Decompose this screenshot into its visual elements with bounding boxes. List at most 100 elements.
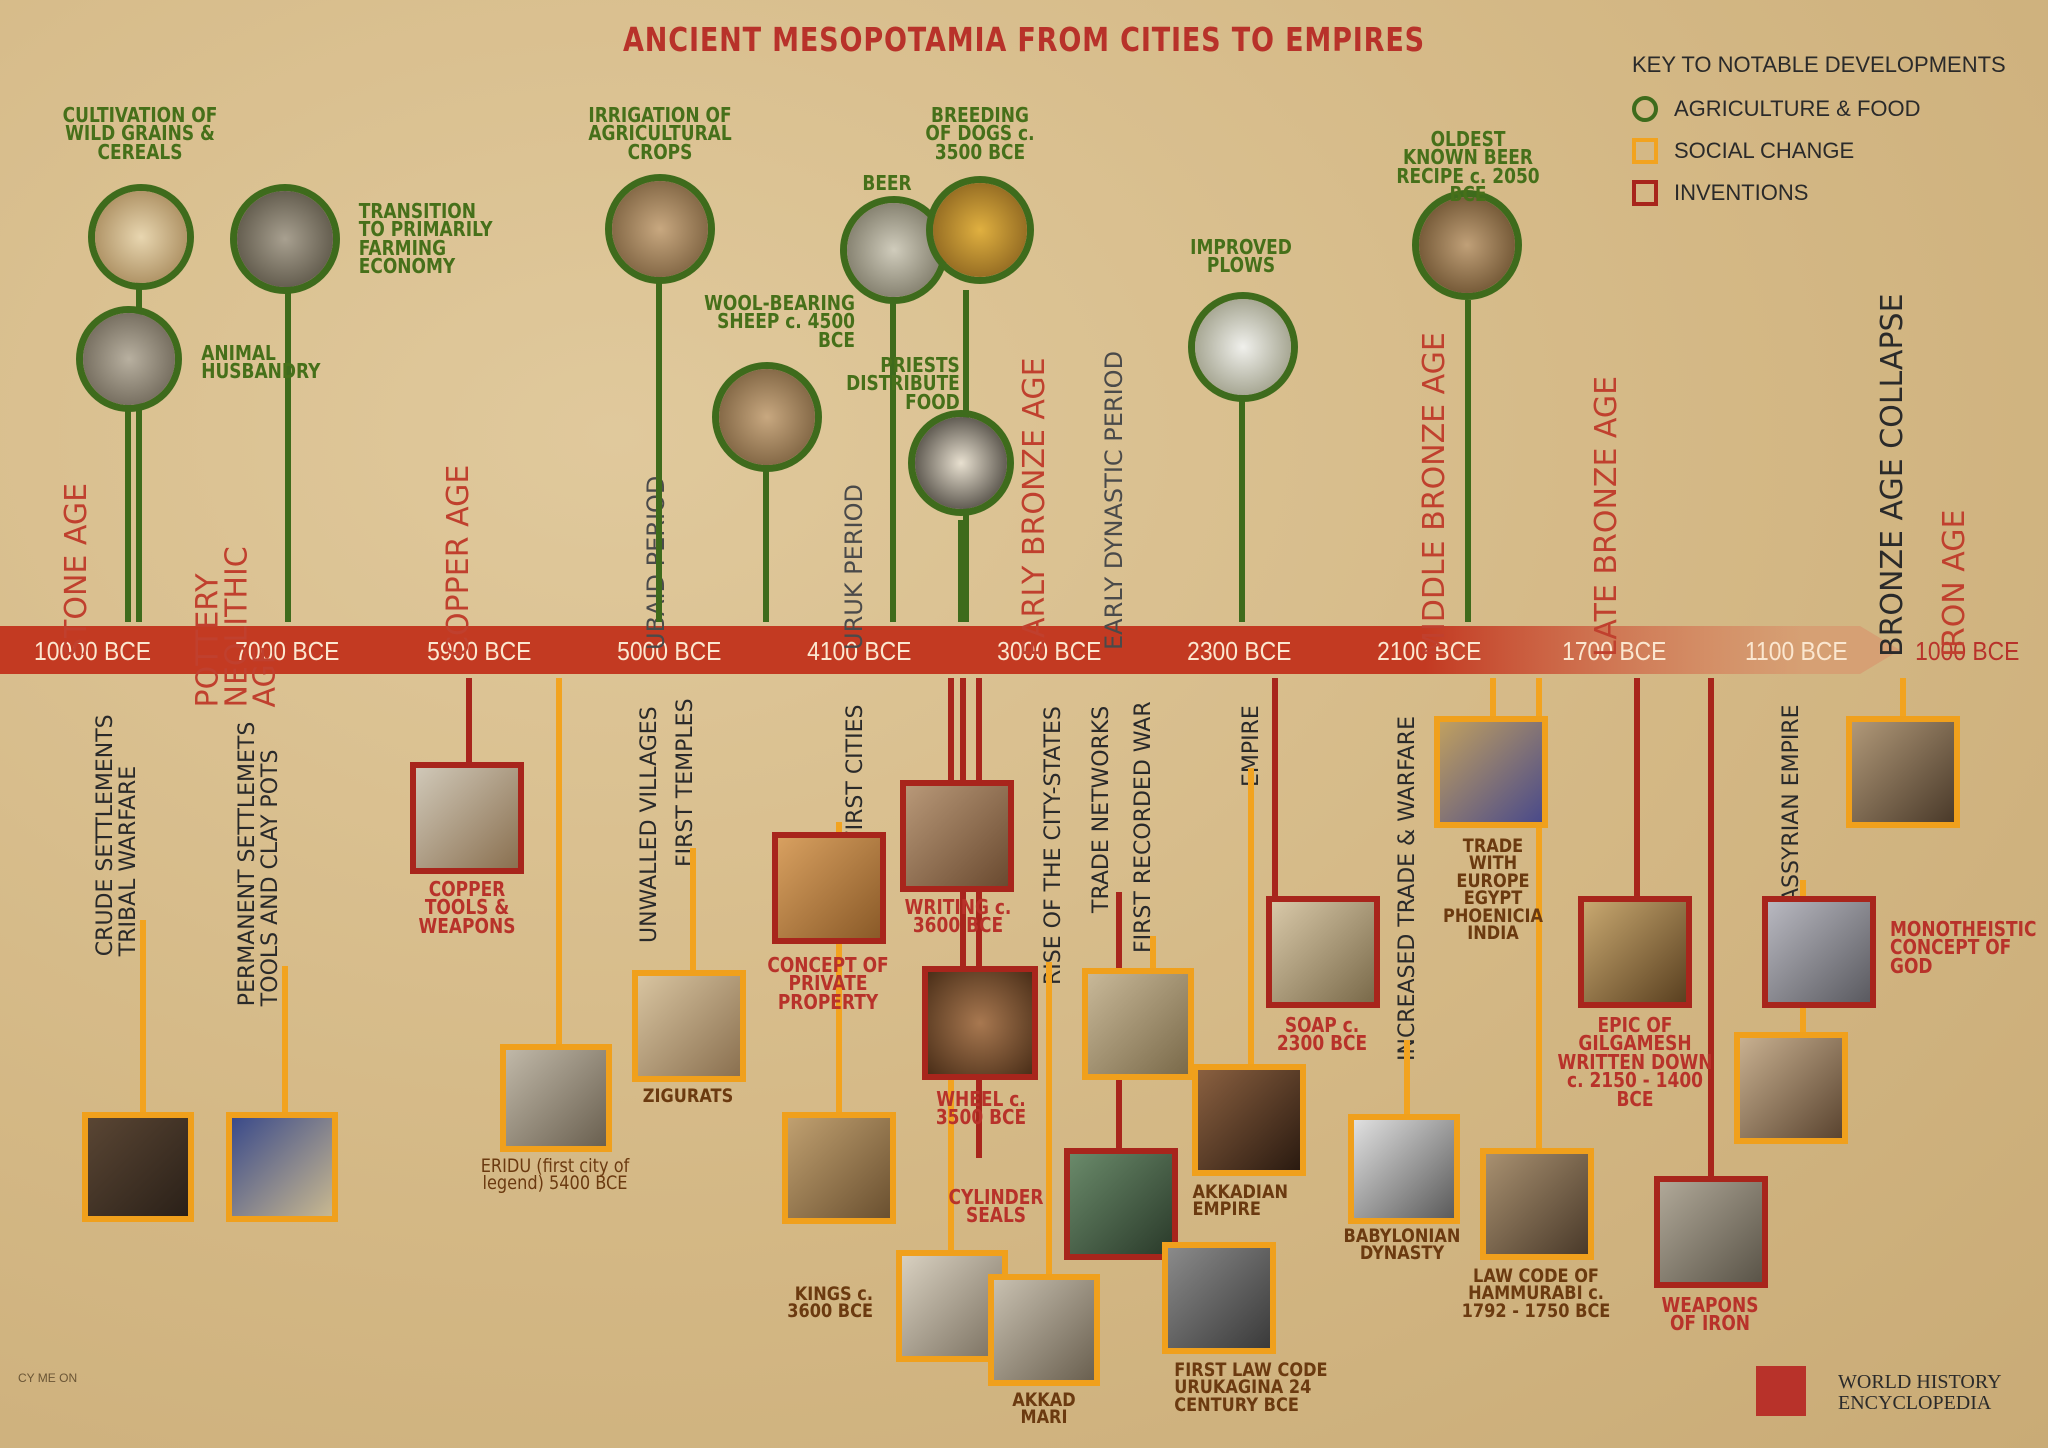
priests-image: [908, 410, 1014, 516]
date-label: 10000 BCE: [33, 636, 152, 666]
era-label: COPPER AGE: [441, 464, 476, 657]
akkadian-empire-image: [1192, 1064, 1306, 1176]
beer-recipe-text: OLDEST KNOWN BEER RECIPE c. 2050 BCE: [1396, 127, 1540, 207]
first-law-code-image: [1162, 1242, 1276, 1354]
gilgamesh-image: [1578, 896, 1692, 1008]
era-label: IRON AGE: [1937, 509, 1972, 657]
eridu-caption: ERIDU (first city of legend) 5400 BCE: [480, 1155, 630, 1195]
unwalled-villages-label: UNWALLED VILLAGES: [637, 706, 662, 943]
cylinder-seals-image: [1064, 1148, 1178, 1260]
monotheistic-image: [1762, 896, 1876, 1008]
writing-caption: WRITING c. 3600 BCE: [904, 895, 1012, 938]
monotheistic-caption: MONOTHEISTIC CONCEPT OF GOD: [1890, 917, 2037, 978]
page-title: ANCIENT MESOPOTAMIA FROM CITIES TO EMPIR…: [623, 20, 1425, 59]
connector-line: [1150, 936, 1156, 972]
akkad-mari-image: [988, 1274, 1100, 1386]
assyrian-empire-label: ASSYRIAN EMPIRE: [1779, 704, 1804, 903]
seals-caption: CYLINDER SEALS: [948, 1185, 1044, 1228]
dogs-image: [926, 176, 1034, 284]
dogs-text: BREEDING OF DOGS c. 3500 BCE: [925, 103, 1035, 164]
connector-line: [556, 678, 562, 1046]
connector-line: [890, 300, 896, 622]
sheep-image: [712, 362, 822, 472]
connector-line: [136, 270, 142, 622]
first-law-caption: FIRST LAW CODE URUKAGINA 24 CENTURY BCE: [1174, 1359, 1328, 1416]
beer-text: BEER: [862, 171, 912, 195]
property-caption: CONCEPT OF PRIVATE PROPERTY: [767, 953, 889, 1014]
gilgamesh-caption: EPIC OF GILGAMESH WRITTEN DOWN c. 2150 -…: [1557, 1013, 1713, 1111]
brand-name: WORLD HISTORY ENCYCLOPEDIA: [1838, 1371, 2001, 1414]
farming-image: [230, 184, 340, 294]
plows-text: IMPROVED PLOWS: [1190, 235, 1292, 278]
soap-image: [1266, 896, 1380, 1008]
zigurats-image: [632, 970, 746, 1082]
beer-image: [840, 196, 948, 304]
writing-image: [900, 780, 1014, 892]
plows-image: [1188, 292, 1298, 402]
sheep-text: WOOL-BEARING SHEEP c. 4500 BCE: [704, 291, 855, 352]
connector-line: [1900, 678, 1906, 718]
legend-item-agriculture: AGRICULTURE & FOOD: [1632, 88, 2032, 130]
rise-city-states-label: RISE OF THE CITY-STATES: [1041, 706, 1066, 985]
hammurabi-caption: LAW CODE OF HAMMURABI c. 1792 - 1750 BCE: [1461, 1265, 1611, 1322]
legend-label: AGRICULTURE & FOOD: [1674, 96, 1921, 121]
legend-label: INVENTIONS: [1674, 180, 1809, 205]
legend: KEY TO NOTABLE DEVELOPMENTS AGRICULTURE …: [1632, 52, 2032, 214]
connector-line: [690, 848, 696, 976]
square-swatch-icon: [1632, 138, 1658, 164]
connector-line: [976, 678, 982, 1158]
date-label: 1700 BCE: [1562, 636, 1667, 666]
permanent-settlements-image: [226, 1112, 338, 1222]
connector-line: [285, 268, 291, 622]
connector-line: [763, 462, 769, 622]
babylonian-image: [1348, 1114, 1460, 1224]
assyrian-empire-image: [1734, 1032, 1848, 1144]
connector-line: [1046, 962, 1052, 1274]
connector-line: [1536, 678, 1542, 1154]
kings-image: [896, 1250, 1008, 1362]
first-war-image: [1082, 968, 1194, 1080]
date-label: 2300 BCE: [1187, 636, 1292, 666]
trade-image: [1434, 716, 1548, 828]
akkadian-caption: AKKADIAN EMPIRE: [1192, 1181, 1288, 1221]
connector-line: [1465, 300, 1471, 622]
animal-text: ANIMAL HUSBANDRY: [201, 341, 321, 384]
era-label: MIDDLE BRONZE AGE: [1417, 332, 1452, 657]
babylonian-caption: BABYLONIAN DYNASTY: [1343, 1225, 1461, 1265]
permanent-settlements-label: PERMANENT SETTLEMETS TOOLS AND CLAY POTS: [234, 721, 283, 1007]
hammurabi-image: [1480, 1148, 1594, 1260]
circle-swatch-icon: [1632, 96, 1658, 122]
connector-line: [282, 966, 288, 1116]
kings-caption: KINGS c. 3600 BCE: [787, 1283, 873, 1323]
period-label: URUK PERIOD: [840, 484, 868, 650]
farming-text: TRANSITION TO PRIMARILY FARMING ECONOMY: [358, 199, 493, 279]
date-label: 2100 BCE: [1377, 636, 1482, 666]
first-temples-label: FIRST TEMPLES: [673, 698, 698, 867]
legend-item-inventions: INVENTIONS: [1632, 172, 2032, 214]
irrigation-text: IRRIGATION OF AGRICULTURAL CROPS: [588, 103, 732, 164]
connector-line: [1404, 1040, 1410, 1118]
legend-title: KEY TO NOTABLE DEVELOPMENTS: [1632, 52, 2006, 77]
weapons-caption: WEAPONS OF IRON: [1661, 1293, 1759, 1336]
era-label: LATE BRONZE AGE: [1589, 375, 1624, 657]
legend-label: SOCIAL CHANGE: [1674, 138, 1855, 163]
crude-settlements-label: CRUDE SETTLEMENTS TRIBAL WARFARE: [92, 714, 141, 957]
connector-line: [948, 1080, 954, 1252]
trade-networks-label: TRADE NETWORKS: [1089, 705, 1114, 913]
connector-line: [125, 380, 131, 622]
connector-line: [958, 520, 964, 622]
wheel-image: [922, 966, 1038, 1080]
square-swatch-icon: [1632, 180, 1658, 206]
copper-tools-image: [410, 762, 524, 874]
era-label: STONE AGE: [59, 482, 94, 657]
date-label: 5900 BCE: [427, 636, 532, 666]
date-label: 4100 BCE: [807, 636, 912, 666]
grains-text: CULTIVATION OF WILD GRAINS & CEREALS: [62, 103, 218, 164]
connector-line: [1248, 768, 1254, 1066]
copper-caption: COPPER TOOLS & WEAPONS: [418, 877, 516, 938]
eridu-image: [500, 1044, 612, 1152]
connector-line: [466, 678, 472, 764]
priests-text: PRIESTS DISTRIBUTE FOOD: [846, 353, 960, 414]
animal-husbandry-image: [76, 306, 182, 412]
